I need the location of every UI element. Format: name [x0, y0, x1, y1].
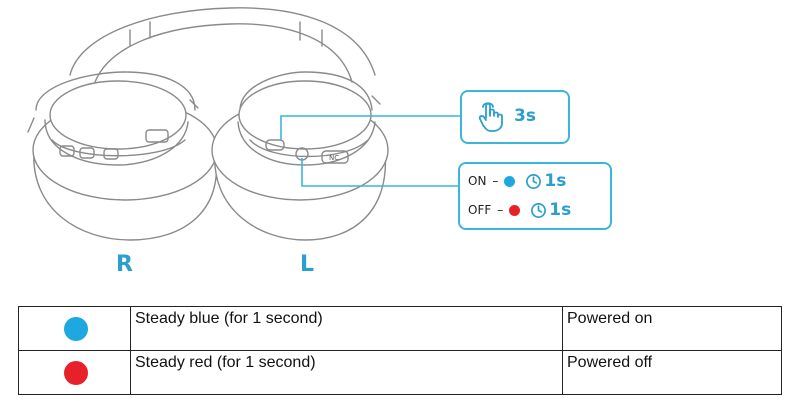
right-earcup — [27, 71, 218, 241]
red-led-dot — [509, 204, 521, 216]
table-row: Steady red (for 1 second) Powered off — [18, 350, 782, 395]
hold-duration: 3s — [514, 106, 536, 126]
led-row-on: ON – 1s — [468, 170, 566, 192]
led-state-off: OFF — [468, 203, 492, 217]
led-color-cell — [18, 350, 131, 395]
headband-inner — [94, 23, 353, 83]
led-duration-on: 1s — [544, 171, 567, 191]
headphone-diagram: NC R L 3s ON – 1s — [27, 7, 612, 277]
hold-duration-callout: 3s — [460, 90, 570, 144]
left-earcup — [211, 71, 389, 241]
led-color-cell — [18, 306, 131, 351]
connector-led — [301, 158, 458, 187]
blue-led-dot — [64, 316, 88, 341]
right-label: R — [116, 252, 133, 277]
connector-hold — [280, 115, 460, 140]
led-description-cell: Steady blue (for 1 second) — [130, 306, 563, 351]
power-status-cell: Powered off — [562, 350, 782, 395]
led-dash: – — [492, 174, 499, 188]
led-duration-off: 1s — [549, 200, 572, 220]
blue-led-dot — [504, 175, 516, 187]
led-row-off: OFF – 1s — [468, 199, 571, 221]
led-indicator-callout: ON – 1s OFF – 1s — [458, 162, 612, 230]
clock-icon — [526, 173, 542, 189]
led-dash: – — [497, 203, 504, 217]
led-status-table: Steady blue (for 1 second) Powered on St… — [18, 306, 782, 395]
clock-icon — [531, 202, 547, 218]
headband — [69, 7, 376, 76]
led-description-cell: Steady red (for 1 second) — [130, 350, 563, 395]
headphone-illustration: NC — [27, 7, 460, 241]
table-row: Steady blue (for 1 second) Powered on — [18, 306, 782, 351]
nc-button-label: NC — [329, 154, 339, 162]
left-label: L — [300, 252, 315, 277]
tap-hand-icon — [478, 102, 503, 132]
led-state-on: ON — [468, 174, 487, 188]
red-led-dot — [64, 360, 88, 385]
power-status-cell: Powered on — [562, 306, 782, 351]
